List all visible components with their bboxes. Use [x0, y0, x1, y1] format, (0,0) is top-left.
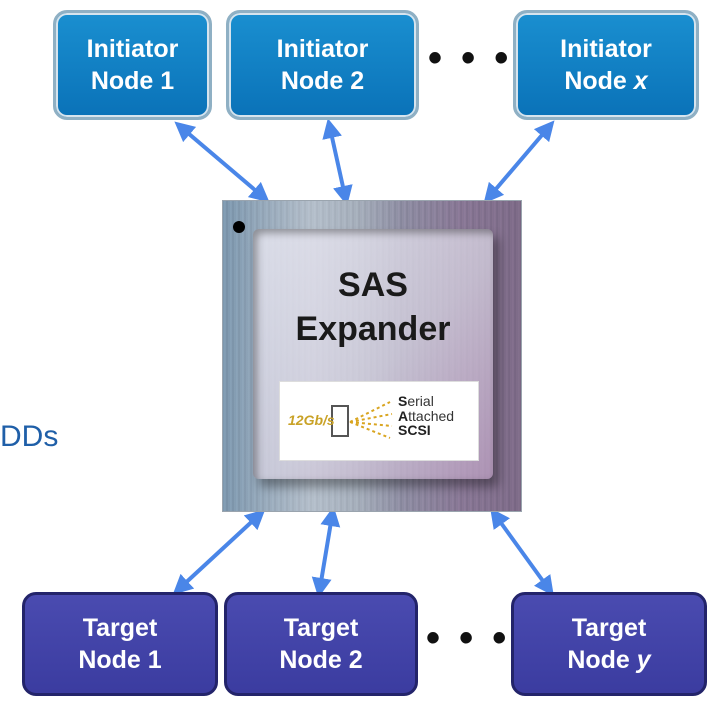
target-node-y: Target Node y — [511, 592, 707, 696]
initiator-node-x: Initiator Node x — [513, 10, 699, 120]
target-node-2-line1: Target — [283, 613, 359, 642]
logo-rate: 12Gb/s — [288, 412, 335, 428]
pin-one-dot — [233, 221, 245, 233]
initiator-node-2-line1: Initiator — [276, 34, 369, 63]
target-node-y-line2: Node y — [567, 646, 651, 674]
target-node-2: Target Node 2 — [224, 592, 418, 696]
arrow-target-2 — [311, 506, 341, 598]
side-label: DDs — [0, 420, 59, 453]
initiator-node-x-line1: Initiator — [560, 34, 652, 63]
sas-12gbs-logo: 12Gb/s Serial Attached SCSI — [279, 381, 479, 461]
target-node-y-line1: Target — [571, 613, 647, 642]
initiator-node-1: Initiator Node 1 — [53, 10, 212, 120]
target-node-1: Target Node 1 — [22, 592, 218, 696]
initiator-node-1-line1: Initiator — [86, 34, 179, 63]
initiator-node-x-line2: Node x — [564, 67, 648, 95]
arrow-initiator-2 — [322, 118, 353, 206]
arrow-target-1 — [172, 509, 266, 595]
arrow-initiator-x — [483, 120, 555, 204]
expander-title: SAS Expander — [223, 263, 523, 351]
arrow-target-y — [490, 507, 554, 597]
initiator-node-2: Initiator Node 2 — [226, 10, 419, 120]
target-node-1-line1: Target — [82, 613, 158, 642]
expander-title-line1: SAS — [338, 266, 408, 304]
expander-title-line2: Expander — [295, 310, 451, 349]
sas-expander-chip: SAS Expander 12Gb/s Serial Attached SCSI — [222, 200, 522, 512]
initiator-ellipsis: • • • — [428, 36, 513, 80]
target-node-1-line2: Node 1 — [78, 646, 162, 674]
target-ellipsis: • • • — [426, 616, 511, 660]
initiator-node-2-line2: Node 2 — [280, 67, 365, 95]
target-node-2-line2: Node 2 — [279, 646, 363, 674]
logo-wordmark: Serial Attached SCSI — [398, 393, 455, 439]
initiator-node-1-line2: Node 1 — [90, 67, 175, 95]
arrow-initiator-1 — [174, 121, 270, 203]
sas-logo-graphic — [331, 401, 393, 439]
